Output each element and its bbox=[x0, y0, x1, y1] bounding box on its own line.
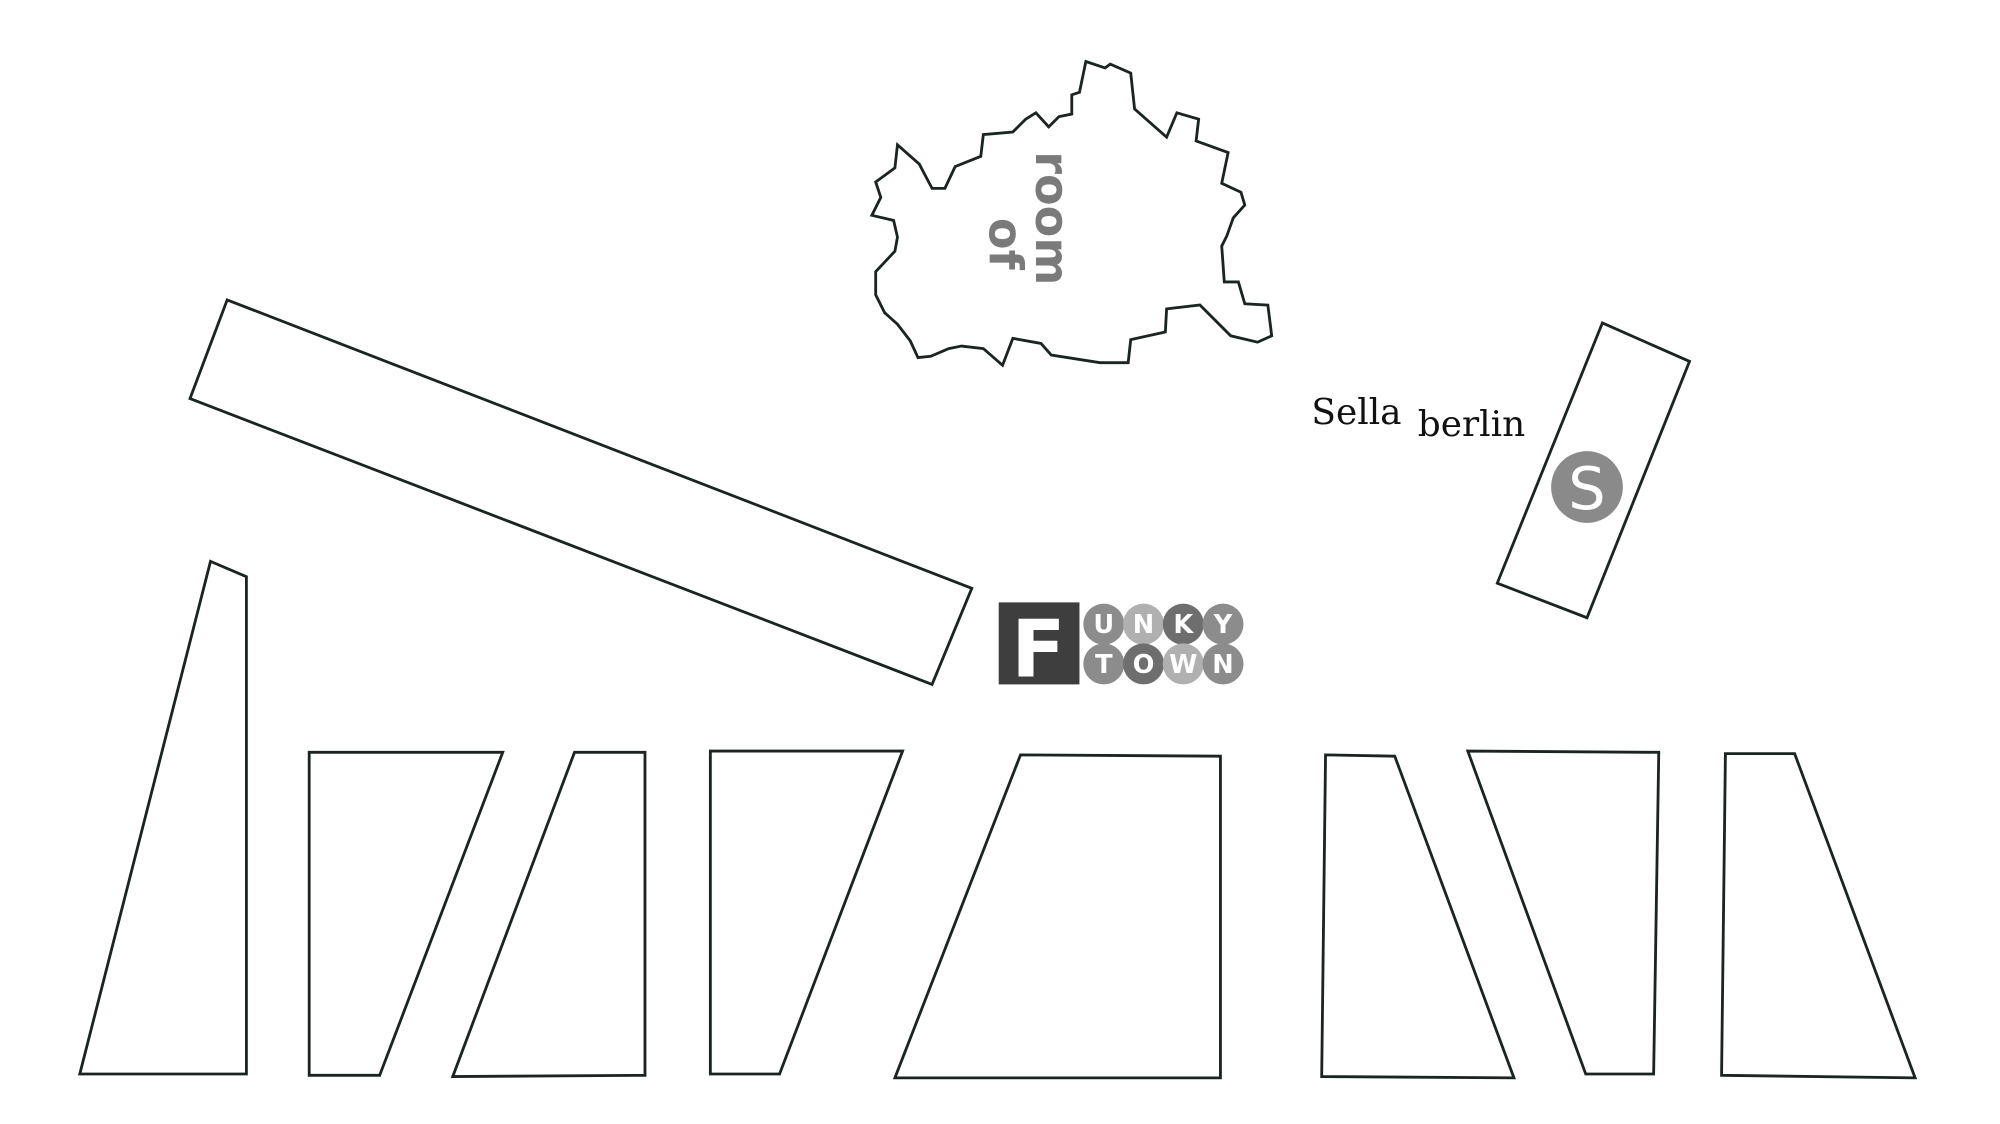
funky-circle bbox=[1083, 643, 1125, 685]
funky-circle bbox=[1202, 603, 1244, 645]
area-long-diagonal[interactable] bbox=[188, 298, 974, 687]
area-tall-wedge[interactable] bbox=[77, 559, 248, 1076]
area-block-3[interactable] bbox=[708, 749, 905, 1076]
funky-town-logo: F U N K Y T O W N bbox=[998, 602, 1244, 696]
area-block-4[interactable] bbox=[892, 753, 1222, 1080]
funky-circle bbox=[1083, 603, 1125, 645]
berlin-text: berlin bbox=[1418, 404, 1525, 445]
funky-f-box bbox=[998, 602, 1080, 685]
town-letter: O bbox=[1133, 650, 1155, 680]
area-block-7[interactable] bbox=[1720, 752, 1918, 1080]
funky-letter: K bbox=[1173, 610, 1194, 640]
room-text: room bbox=[1025, 151, 1079, 285]
funky-f-letter: F bbox=[1011, 603, 1065, 696]
area-block-5[interactable] bbox=[1320, 753, 1516, 1080]
area-block-1[interactable] bbox=[307, 750, 505, 1077]
funky-letter: U bbox=[1093, 610, 1114, 640]
s-badge-letter: S bbox=[1568, 454, 1605, 523]
funky-circle bbox=[1123, 603, 1165, 645]
funky-letter: N bbox=[1133, 610, 1154, 640]
town-letter: N bbox=[1212, 650, 1233, 680]
funky-circle bbox=[1123, 643, 1165, 685]
area-room-of-blob[interactable] bbox=[869, 59, 1274, 368]
funky-circle bbox=[1162, 643, 1204, 685]
sella-text: Sella bbox=[1311, 392, 1401, 433]
sellaberlin-logo: Sella berlin S bbox=[1311, 392, 1623, 523]
town-letter: T bbox=[1095, 650, 1113, 680]
area-block-2[interactable] bbox=[450, 750, 647, 1079]
funky-circle bbox=[1202, 643, 1244, 685]
room-of-logo: room of bbox=[979, 151, 1079, 285]
funky-circle bbox=[1162, 603, 1204, 645]
of-text: of bbox=[979, 218, 1033, 271]
town-letter: W bbox=[1169, 650, 1197, 680]
s-badge-icon bbox=[1551, 451, 1623, 523]
area-block-6[interactable] bbox=[1465, 749, 1661, 1076]
funky-letter: Y bbox=[1213, 610, 1233, 640]
